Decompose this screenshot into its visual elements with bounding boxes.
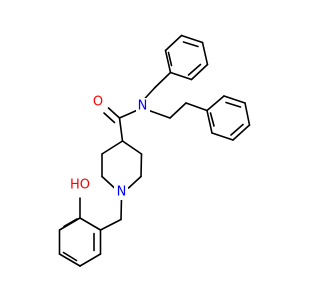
bond [148,109,171,119]
bond [211,132,234,141]
bond [230,123,244,136]
atom-label-N: N [138,99,148,114]
bond [142,86,156,101]
bond [140,153,143,178]
bond [121,140,143,155]
bond [118,117,124,142]
bond [127,175,142,189]
bond [190,63,209,81]
bond [182,41,199,48]
atom-OH: HO [68,177,92,193]
bond [79,253,102,267]
bond [79,217,102,231]
bond [180,34,204,44]
bond-set [58,34,251,267]
bond [206,95,225,112]
atom-N-piperidine: N [114,184,128,200]
bond [118,109,138,119]
bond [225,101,242,108]
atom-N-amide: N [136,98,150,114]
bond [120,197,123,221]
bond [167,51,173,67]
bond [201,41,209,66]
bond [232,124,251,141]
bond [206,109,213,134]
bond [154,71,172,89]
bond [63,218,78,228]
bond [187,63,202,76]
bond [169,71,193,81]
bond [244,102,251,126]
bond [101,175,116,189]
bond [185,102,208,112]
bond [58,253,81,267]
bond [169,102,187,119]
atom-label-O: O [93,95,103,110]
bond [107,107,121,119]
bond [99,218,122,231]
atom-label-N: N [117,185,127,200]
bond [101,140,124,155]
atom-O-carbonyl: O [91,94,105,110]
bond [223,95,246,104]
bond [103,112,116,124]
atom-label-HO: HO [70,178,90,193]
bond [164,49,172,74]
bond [164,34,183,52]
molecule-structure-diagram: O N N HO [58,34,251,267]
bond [209,112,215,127]
bond [62,251,78,262]
